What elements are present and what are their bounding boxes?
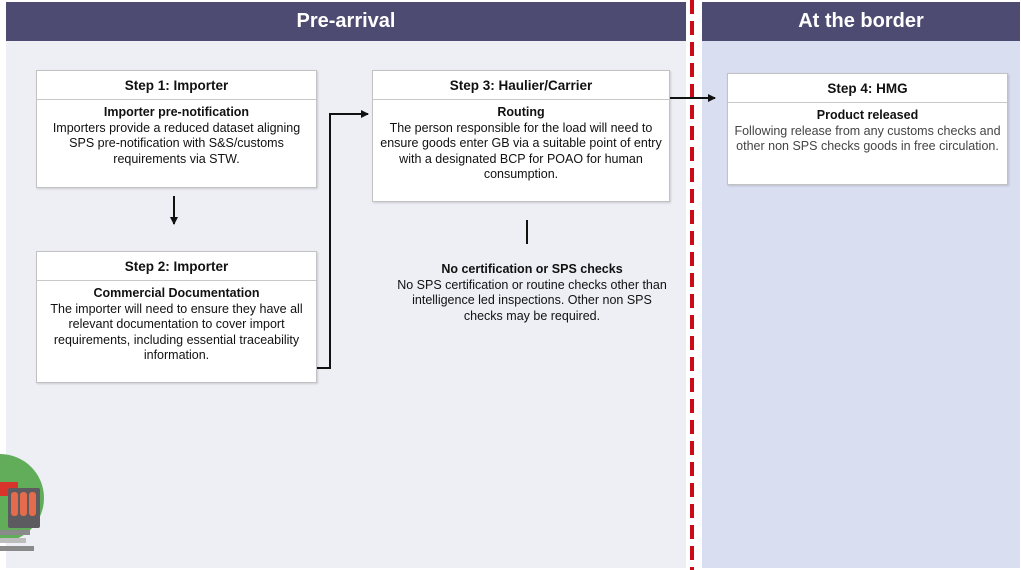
step-4-text: Following release from any customs check…	[734, 123, 1001, 154]
border-divider	[690, 0, 694, 570]
step-2-text: The importer will need to ensure they ha…	[50, 301, 303, 363]
step-1-text: Importers provide a reduced dataset alig…	[52, 120, 301, 166]
step-1-subtitle: Importer pre-notification	[103, 105, 250, 119]
step-3-subtitle: Routing	[497, 105, 545, 119]
step-2-title: Step 2: Importer	[37, 252, 316, 281]
pre-arrival-header: Pre-arrival	[6, 2, 686, 41]
step-3-text: The person responsible for the load will…	[380, 120, 662, 182]
step-1-title: Step 1: Importer	[37, 71, 316, 100]
note-text: No SPS certification or routine checks o…	[397, 277, 667, 323]
step-1-card: Step 1: Importer Importer pre-notificati…	[36, 70, 317, 188]
truck-illustration-icon	[0, 454, 44, 551]
step-2-card: Step 2: Importer Commercial Documentatio…	[36, 251, 317, 383]
note-title: No certification or SPS checks	[441, 262, 623, 276]
at-border-header: At the border	[702, 2, 1020, 41]
step-3-title: Step 3: Haulier/Carrier	[373, 71, 669, 100]
step-4-subtitle: Product released	[816, 108, 919, 122]
step-3-card: Step 3: Haulier/Carrier Routing The pers…	[372, 70, 670, 202]
arrow-step2-to-step3	[316, 110, 369, 369]
step-4-title: Step 4: HMG	[728, 74, 1007, 103]
step-4-card: Step 4: HMG Product released Following r…	[727, 73, 1008, 185]
step-2-subtitle: Commercial Documentation	[93, 286, 260, 300]
no-certification-note: No certification or SPS checks No SPS ce…	[394, 262, 670, 324]
